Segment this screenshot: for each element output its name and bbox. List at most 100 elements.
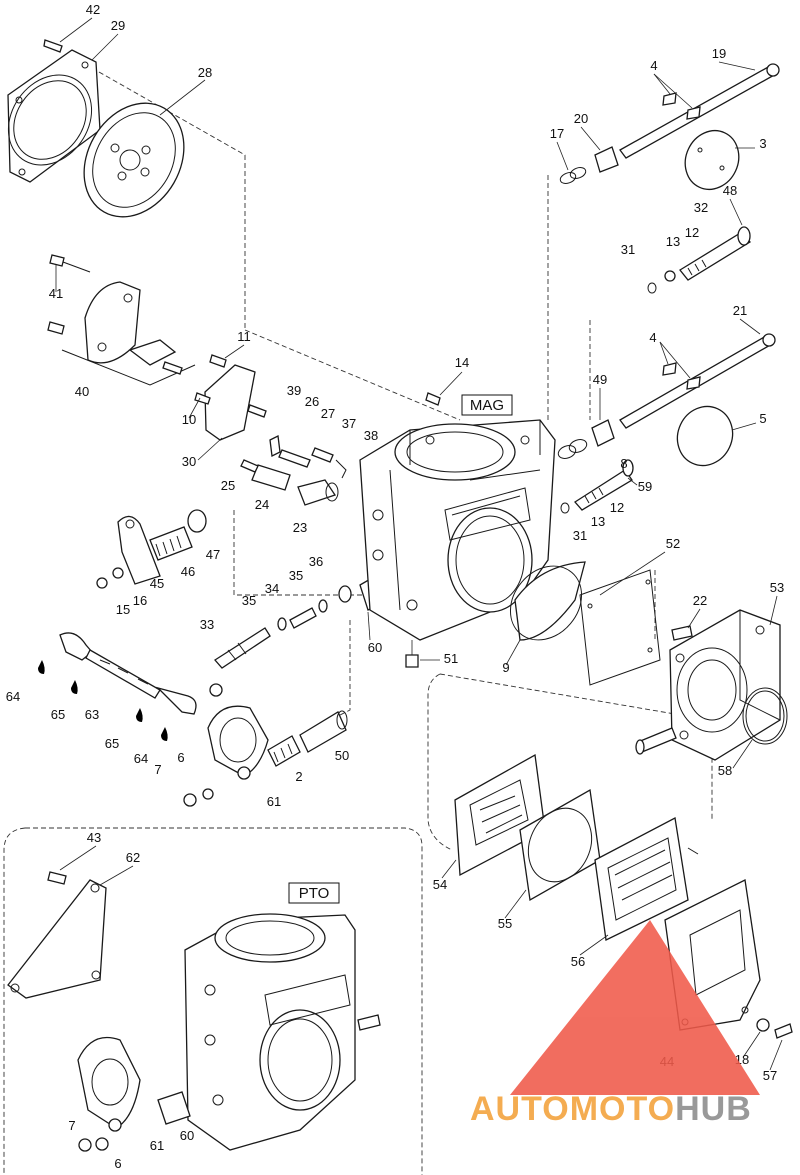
watermark-text-auto: AUTO (470, 1090, 570, 1128)
part-label-64: 64 (6, 689, 20, 704)
section-label-pto: PTO (299, 885, 330, 902)
part-label-25: 25 (221, 478, 235, 493)
part-label-4: 4 (650, 58, 657, 73)
part-label-50: 50 (335, 748, 349, 763)
part-label-12: 12 (610, 500, 624, 515)
pto-plate-62 (7, 871, 107, 999)
pump-body-53 (635, 609, 788, 761)
part-label-48: 48 (723, 183, 737, 198)
part-label-9: 9 (502, 660, 509, 675)
part-label-12: 12 (685, 225, 699, 240)
reed-valve-56 (594, 817, 699, 941)
part-label-24: 24 (255, 497, 269, 512)
section-label-mag: MAG (470, 397, 504, 414)
part-label-39: 39 (287, 383, 301, 398)
watermark-triangle-mark (510, 920, 760, 1095)
part-label-49: 49 (593, 372, 607, 387)
part-label-33: 33 (200, 617, 214, 632)
part-label-28: 28 (198, 65, 212, 80)
part-label-20: 20 (574, 111, 588, 126)
throttle-shaft-19 (559, 63, 780, 190)
part-label-46: 46 (181, 564, 195, 579)
part-label-10: 10 (182, 412, 196, 427)
part-label-21: 21 (733, 303, 747, 318)
part-label-26: 26 (305, 394, 319, 409)
section-label-box (461, 394, 513, 416)
part-label-37: 37 (342, 416, 356, 431)
part-label-60: 60 (180, 1128, 194, 1143)
part-label-3: 3 (759, 136, 766, 151)
part-label-31: 31 (621, 242, 635, 257)
part-label-47: 47 (206, 547, 220, 562)
part-label-7: 7 (68, 1118, 75, 1133)
linkage-rod-63 (38, 632, 223, 741)
watermark-text-hub: HUB (675, 1090, 752, 1128)
part-label-62: 62 (126, 850, 140, 865)
part-label-36: 36 (309, 554, 323, 569)
part-label-64: 64 (134, 751, 148, 766)
part-label-31: 31 (573, 528, 587, 543)
gasket-9 (509, 561, 586, 641)
pto-carburetor-body (184, 913, 381, 1151)
part-label-13: 13 (666, 234, 680, 249)
part-label-52: 52 (666, 536, 680, 551)
part-label-56: 56 (571, 954, 585, 969)
part-label-61: 61 (150, 1138, 164, 1153)
part-label-42: 42 (86, 2, 100, 17)
throttle-shaft-21 (557, 333, 776, 467)
section-labels: MAG PTO (288, 394, 513, 904)
leader-lines (55, 17, 783, 1071)
part-label-61: 61 (267, 794, 281, 809)
part-label-8: 8 (620, 456, 627, 471)
part-label-57: 57 (763, 1068, 777, 1083)
needle-32-48 (647, 226, 751, 294)
part-label-6: 6 (177, 750, 184, 765)
svg-text:AUTOMOTOHUB: AUTOMOTOHUB (470, 1090, 752, 1128)
part-label-14: 14 (455, 355, 469, 370)
part-label-43: 43 (87, 830, 101, 845)
part-label-6: 6 (114, 1156, 121, 1171)
part-label-63: 63 (85, 707, 99, 722)
needle-parts (240, 435, 347, 506)
part-label-55: 55 (498, 916, 512, 931)
lever-61-mag (183, 705, 348, 807)
part-label-54: 54 (433, 877, 447, 892)
part-label-65: 65 (105, 736, 119, 751)
part-label-23: 23 (293, 520, 307, 535)
part-label-59: 59 (638, 479, 652, 494)
part-label-35: 35 (242, 593, 256, 608)
carburetor-body-mag (359, 392, 556, 668)
part-number-labels: 4229284140111030392627373825242347464516… (6, 2, 784, 1171)
section-label-box (288, 882, 340, 904)
part-label-35: 35 (289, 568, 303, 583)
part-label-2: 2 (295, 769, 302, 784)
part-label-5: 5 (759, 411, 766, 426)
part-label-58: 58 (718, 763, 732, 778)
part-label-30: 30 (182, 454, 196, 469)
mixture-screw-parts (214, 568, 393, 669)
part-label-15: 15 (116, 602, 130, 617)
part-label-51: 51 (444, 651, 458, 666)
part-label-22: 22 (693, 593, 707, 608)
part-label-17: 17 (550, 126, 564, 141)
part-label-41: 41 (49, 286, 63, 301)
part-label-60: 60 (368, 640, 382, 655)
part-label-4: 4 (649, 330, 656, 345)
cover-plate-52 (579, 569, 661, 686)
part-label-16: 16 (133, 593, 147, 608)
part-label-40: 40 (75, 384, 89, 399)
part-label-13: 13 (591, 514, 605, 529)
part-label-7: 7 (154, 762, 161, 777)
part-label-29: 29 (111, 18, 125, 33)
part-label-19: 19 (712, 46, 726, 61)
part-label-53: 53 (770, 580, 784, 595)
lever-45 (96, 509, 207, 589)
bracket-40 (47, 254, 196, 386)
watermark-text-moto: MOTO (570, 1090, 675, 1128)
part-label-27: 27 (321, 406, 335, 421)
diaphragm-28 (83, 102, 185, 218)
part-label-38: 38 (364, 428, 378, 443)
part-label-11: 11 (237, 329, 251, 344)
part-label-34: 34 (265, 581, 279, 596)
